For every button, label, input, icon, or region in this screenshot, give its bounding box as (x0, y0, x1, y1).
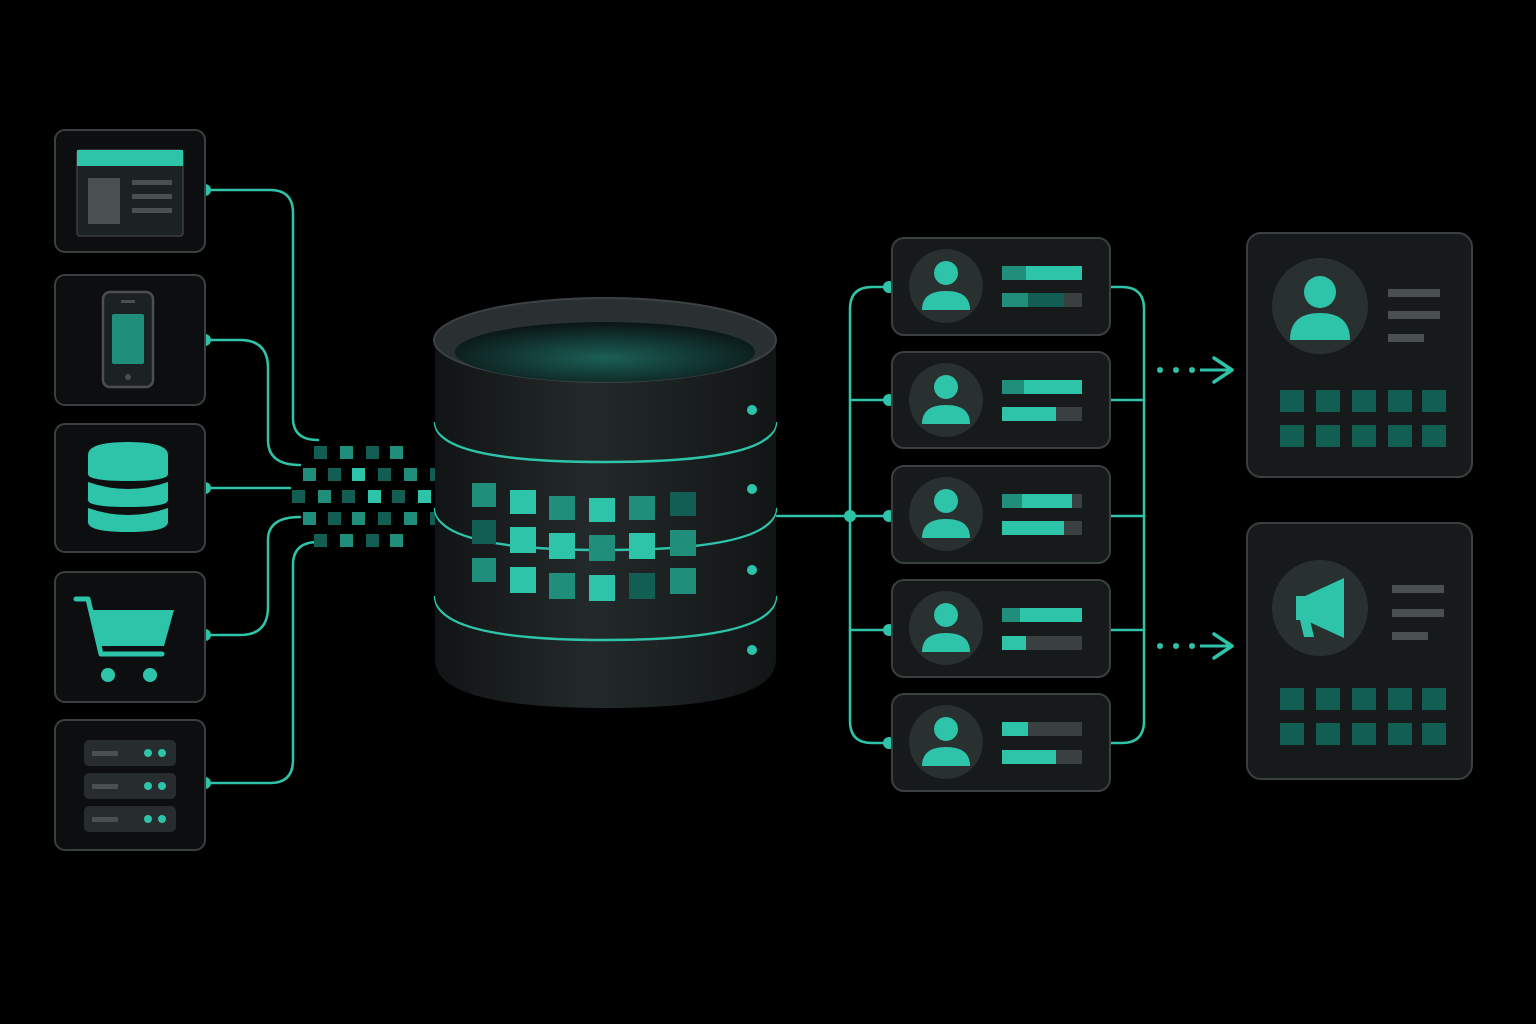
smartphone-icon (101, 290, 155, 389)
user-avatar-icon (909, 477, 983, 551)
browser-window-icon (76, 149, 184, 237)
output-arrows (1157, 356, 1234, 660)
source-card-cart[interactable] (54, 571, 206, 703)
profile-connectors (775, 285, 1146, 745)
source-card-mobile[interactable] (54, 274, 206, 406)
megaphone-campaign-icon (1272, 560, 1368, 656)
pixel-stream (292, 446, 457, 547)
profile-card[interactable] (891, 579, 1111, 678)
source-card-browser[interactable] (54, 129, 206, 253)
server-rack-icon (84, 740, 176, 832)
data-warehouse-cylinder-icon (433, 297, 778, 708)
profile-metrics-grid (1280, 390, 1446, 447)
output-panel-profile[interactable] (1246, 232, 1473, 478)
user-profile-dashboard-icon (1272, 258, 1368, 354)
user-avatar-icon (909, 705, 983, 779)
hub-data-grid (472, 483, 696, 601)
profile-card[interactable] (891, 351, 1111, 449)
profile-card[interactable] (891, 465, 1111, 564)
database-icon (88, 442, 168, 532)
profile-card[interactable] (891, 237, 1111, 336)
campaign-metrics-grid (1280, 688, 1446, 745)
source-card-database[interactable] (54, 423, 206, 553)
profile-card[interactable] (891, 693, 1111, 792)
user-avatar-icon (909, 249, 983, 323)
arrow-right-icon (1157, 356, 1234, 384)
arrow-right-icon (1157, 632, 1234, 660)
user-avatar-icon (909, 363, 983, 437)
user-avatar-icon (909, 591, 983, 665)
shopping-cart-icon (73, 596, 174, 682)
output-panel-campaign[interactable] (1246, 522, 1473, 780)
source-connectors (203, 188, 320, 785)
source-card-server[interactable] (54, 719, 206, 851)
